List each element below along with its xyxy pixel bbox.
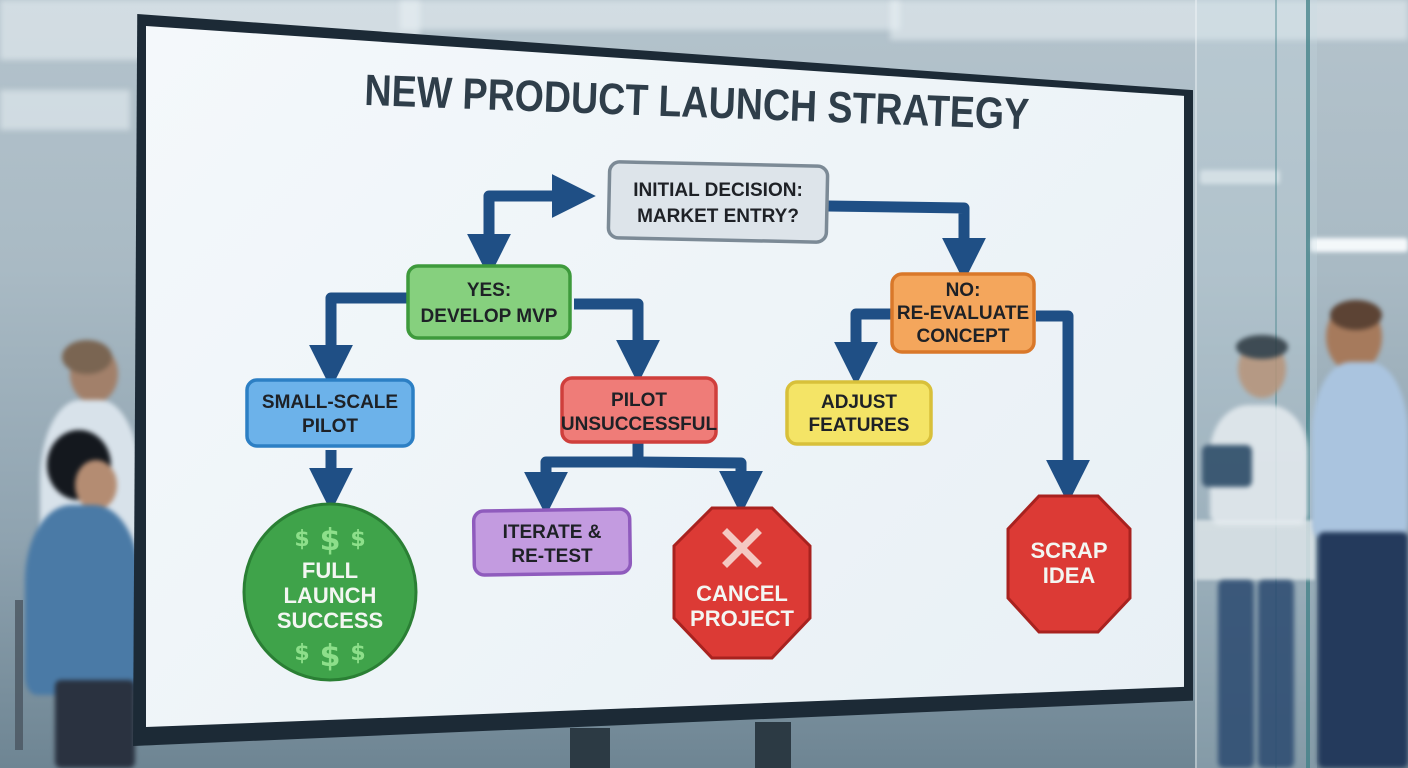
node-label: UNSUCCESSFUL xyxy=(561,414,718,435)
ceiling-light xyxy=(1310,238,1408,252)
node-label: INITIAL DECISION: xyxy=(633,180,803,201)
node-initial-decision: INITIAL DECISION: MARKET ENTRY? xyxy=(606,160,830,244)
node-label: SMALL-SCALE xyxy=(262,392,398,413)
node-pilot-unsuccessful: PILOT UNSUCCESSFUL xyxy=(560,376,718,444)
monitor-stand-left xyxy=(570,728,610,768)
monitor-stand-right xyxy=(755,722,791,768)
node-label: LAUNCH xyxy=(284,583,377,608)
node-label: SUCCESS xyxy=(277,608,383,633)
node-label: IDEA xyxy=(1043,563,1096,588)
dollar-sign-icon: $ xyxy=(320,639,341,674)
person-seated-man xyxy=(15,430,140,768)
node-label: PILOT xyxy=(302,416,358,437)
display-screen: NEW PRODUCT LAUNCH STRATEGY INITIAL DECI… xyxy=(146,26,1184,728)
node-label: RE-EVALUATE xyxy=(897,303,1029,324)
arrow-no-to-scrap xyxy=(1036,310,1090,504)
desk-surface xyxy=(1195,520,1315,580)
connector-arrows xyxy=(309,174,1090,516)
dollar-sign-icon: $ xyxy=(320,523,341,558)
arrow-no-to-adjust xyxy=(834,308,892,386)
node-label: NO: xyxy=(946,280,981,301)
node-label: CANCEL xyxy=(696,581,788,606)
arrow-start-to-yes xyxy=(483,174,596,240)
node-label: FEATURES xyxy=(809,415,910,436)
dollar-sign-icon: $ xyxy=(350,527,365,552)
ceiling-panel xyxy=(0,90,130,130)
node-label: PROJECT xyxy=(690,606,794,631)
person-man-standing xyxy=(1312,300,1408,768)
node-label: CONCEPT xyxy=(917,326,1010,347)
node-label: PILOT xyxy=(611,390,667,411)
dollar-sign-icon: $ xyxy=(294,641,309,666)
arrow-unsuccessful-to-iterate xyxy=(524,440,644,516)
chair-frame xyxy=(15,600,23,750)
dollar-sign-icon: $ xyxy=(350,641,365,666)
node-no-re-evaluate: NO: RE-EVALUATE CONCEPT xyxy=(890,272,1036,354)
node-small-scale-pilot: SMALL-SCALE PILOT xyxy=(245,378,415,448)
arrow-yes-to-pilot xyxy=(309,292,408,389)
node-iterate-retest: ITERATE & RE-TEST xyxy=(471,507,633,577)
node-label: FULL xyxy=(302,558,358,583)
ceiling-light xyxy=(1200,170,1280,184)
arrow-start-to-no xyxy=(827,200,986,282)
arrow-unsuccessful-to-cancel xyxy=(637,456,763,515)
glass-frame xyxy=(1306,0,1310,768)
x-mark-icon xyxy=(722,528,762,568)
tablet-icon xyxy=(1202,445,1252,487)
person-woman-with-tablet xyxy=(1200,335,1310,768)
node-label: RE-TEST xyxy=(511,546,593,567)
node-label: SCRAP xyxy=(1030,538,1107,563)
arrow-yes-to-unsuccessful xyxy=(574,298,660,384)
node-label: YES: xyxy=(467,280,511,301)
node-label: DEVELOP MVP xyxy=(421,306,558,327)
node-cancel-project: CANCEL PROJECT xyxy=(672,506,812,660)
node-full-launch-success: $ $ $ FULL LAUNCH SUCCESS $ $ $ xyxy=(242,502,418,682)
node-label: ADJUST xyxy=(821,392,897,413)
node-scrap-idea: SCRAP IDEA xyxy=(1006,494,1132,634)
node-yes-develop-mvp: YES: DEVELOP MVP xyxy=(406,264,572,340)
dollar-sign-icon: $ xyxy=(294,527,309,552)
ceiling-panel xyxy=(890,0,1408,40)
flowchart: NEW PRODUCT LAUNCH STRATEGY INITIAL DECI… xyxy=(242,66,1132,682)
node-adjust-features: ADJUST FEATURES xyxy=(785,380,933,446)
node-label: ITERATE & xyxy=(503,522,602,543)
node-label: MARKET ENTRY? xyxy=(637,206,799,227)
ceiling-panel xyxy=(400,0,900,30)
